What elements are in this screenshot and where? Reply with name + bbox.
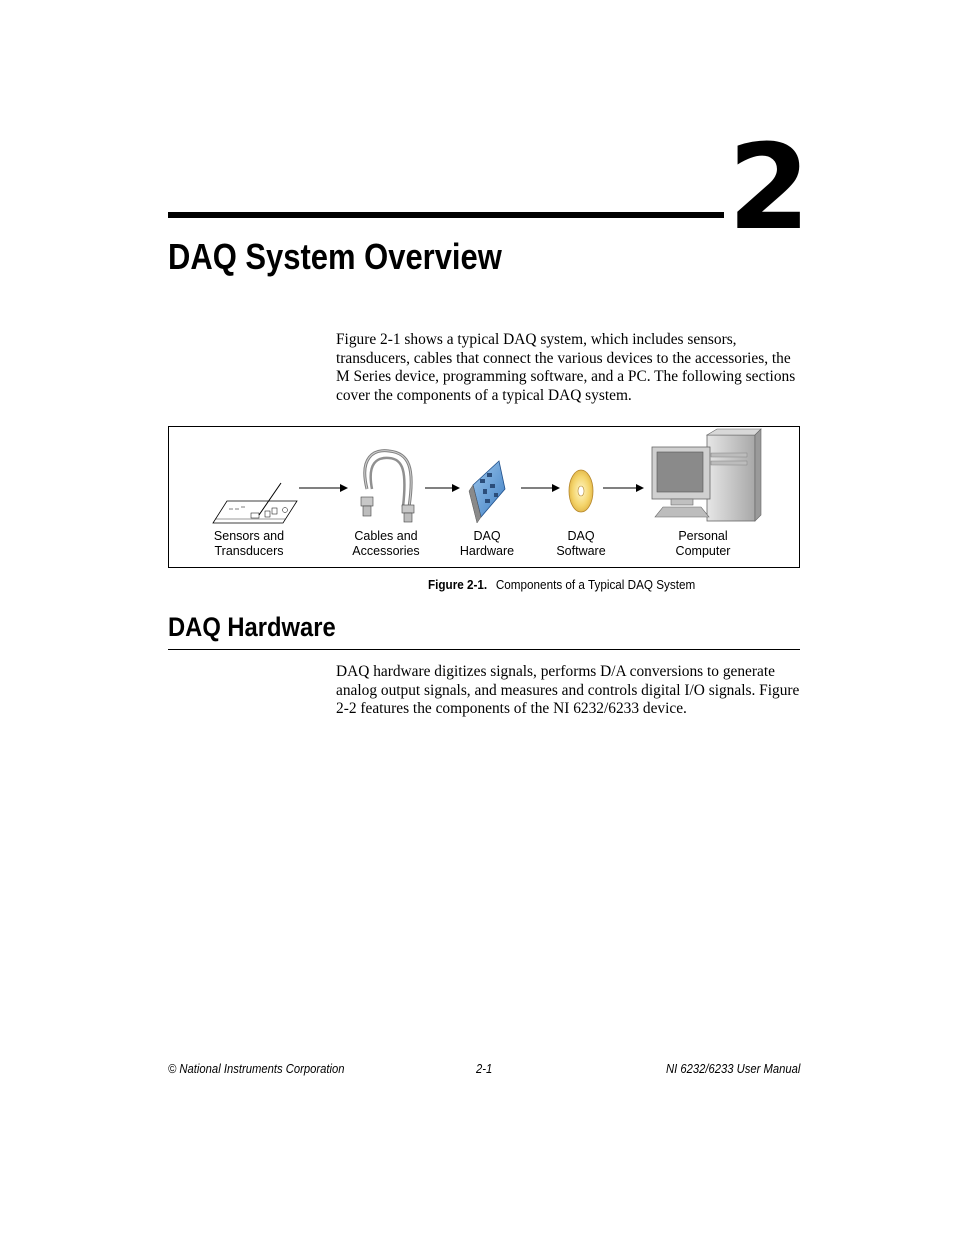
footer-copyright: © National Instruments Corporation: [168, 1062, 345, 1076]
chapter-number: 2: [728, 118, 810, 256]
chapter-rule: [168, 212, 724, 218]
label-daq-hardware-line1: DAQ: [473, 529, 501, 543]
sensors-icon: [212, 482, 298, 524]
figure-caption-number: Figure 2-1.: [428, 577, 488, 592]
label-daq-software-line1: DAQ: [567, 529, 595, 543]
label-daq-software-line2: Software: [556, 544, 606, 558]
label-cables-line2: Accessories: [352, 544, 420, 558]
label-computer-line2: Computer: [675, 544, 731, 558]
label-sensors-line2: Transducers: [214, 544, 284, 558]
label-computer: Personal Computer: [663, 529, 743, 559]
cd-icon: [568, 469, 594, 513]
footer-manual-title: NI 6232/6233 User Manual: [665, 1062, 800, 1076]
figure-caption: Figure 2-1. Components of a Typical DAQ …: [428, 577, 695, 592]
label-sensors-line1: Sensors and: [213, 529, 285, 543]
hardware-paragraph: DAQ hardware digitizes signals, performs…: [336, 663, 800, 718]
label-sensors: Sensors and Transducers: [204, 529, 294, 559]
label-cables-line1: Cables and: [354, 529, 418, 543]
label-daq-hardware-line2: Hardware: [459, 544, 515, 558]
computer-icon: [651, 428, 762, 522]
footer-page-number: 2-1: [476, 1062, 493, 1076]
figure-2-1: Sensors and Transducers Cables and Acces…: [168, 426, 800, 568]
label-computer-line1: Personal: [678, 529, 728, 543]
label-daq-hardware: DAQ Hardware: [447, 529, 527, 559]
chapter-title: DAQ System Overview: [168, 236, 502, 277]
daq-board-icon: [468, 460, 506, 524]
section-rule: [168, 649, 800, 650]
intro-paragraph: Figure 2-1 shows a typical DAQ system, w…: [336, 331, 796, 405]
cable-icon: [360, 449, 415, 523]
figure-caption-text: Components of a Typical DAQ System: [495, 577, 696, 592]
figure-diagram: [212, 428, 762, 524]
label-daq-software: DAQ Software: [541, 529, 621, 559]
label-cables: Cables and Accessories: [341, 529, 431, 559]
section-title: DAQ Hardware: [168, 612, 336, 642]
